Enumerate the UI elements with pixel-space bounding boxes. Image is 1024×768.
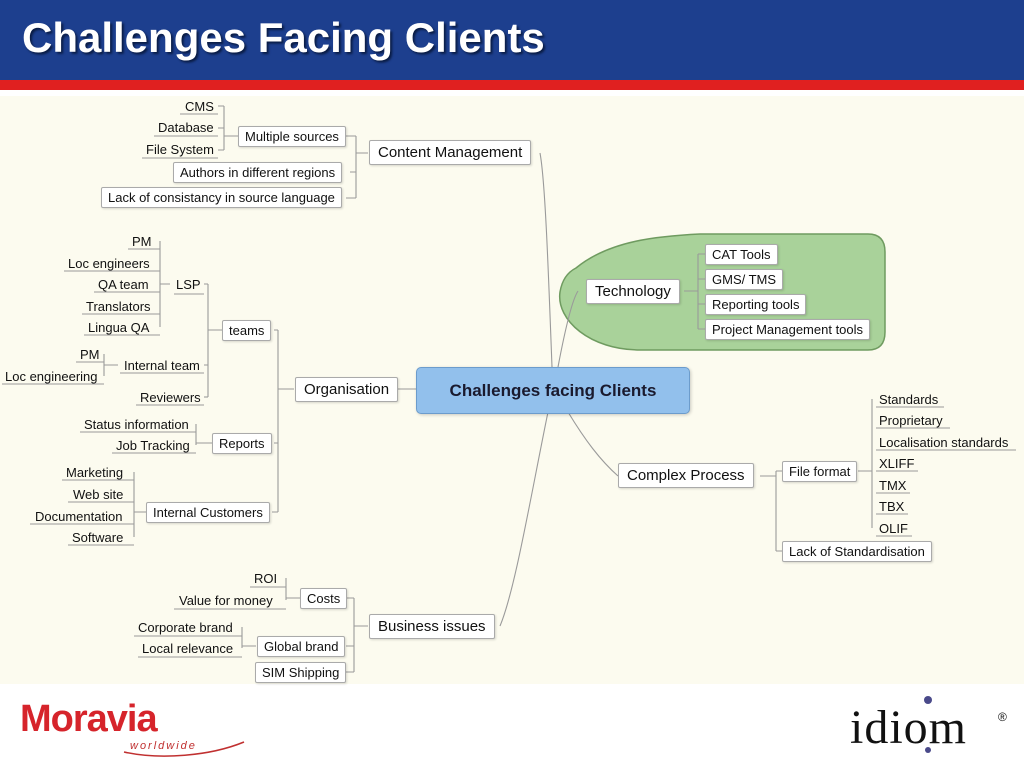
value-for-money-node[interactable]: Value for money [179, 593, 273, 608]
link-organisation-left [277, 330, 294, 512]
multiple-sources-node[interactable]: Multiple sources [238, 126, 346, 147]
link-reports [195, 424, 278, 445]
cms-node[interactable]: CMS [185, 99, 214, 114]
idiom-dots-icon [924, 696, 932, 753]
link-content-left [346, 135, 368, 199]
job-tracking-node[interactable]: Job Tracking [116, 438, 190, 453]
file-format-node[interactable]: File format [782, 461, 858, 482]
proprietary-node[interactable]: Proprietary [879, 413, 943, 428]
link-costs [285, 578, 300, 600]
header-bar: Challenges Facing Clients [0, 0, 1024, 80]
sim-shipping-node[interactable]: SIM Shipping [255, 662, 347, 683]
header-stripe [0, 80, 1024, 90]
internal-customers-node[interactable]: Internal Customers [146, 502, 270, 523]
costs-node[interactable]: Costs [300, 588, 348, 609]
link-central-content [539, 152, 553, 368]
localisation-standards-node[interactable]: Localisation standards [879, 435, 1009, 450]
link-teams [207, 284, 278, 397]
authors-node[interactable]: Authors in different regions [173, 162, 343, 183]
qa-team-node[interactable]: QA team [98, 277, 149, 292]
page-title: Challenges Facing Clients [22, 14, 545, 61]
link-internal-customers [133, 472, 278, 537]
corporate-brand-node[interactable]: Corporate brand [138, 620, 233, 635]
content-management-node[interactable]: Content Management [369, 140, 532, 165]
idiom-registered-mark: ® [998, 710, 1007, 724]
standards-node[interactable]: Standards [879, 392, 939, 407]
moravia-swoosh-icon [123, 741, 245, 757]
status-information-node[interactable]: Status information [84, 417, 189, 432]
pm-internal-node[interactable]: PM [80, 347, 100, 362]
web-site-node[interactable]: Web site [73, 487, 124, 502]
internal-team-node[interactable]: Internal team [124, 358, 200, 373]
lack-consistency-node[interactable]: Lack of consistancy in source language [101, 187, 342, 208]
database-node[interactable]: Database [158, 120, 214, 135]
link-global-brand [241, 627, 256, 648]
local-relevance-node[interactable]: Local relevance [142, 641, 234, 656]
tbx-node[interactable]: TBX [879, 499, 905, 514]
software-node[interactable]: Software [72, 530, 124, 545]
moravia-logo-subtext: worldwide [130, 740, 197, 752]
loc-engineers-node[interactable]: Loc engineers [68, 256, 150, 271]
tmx-node[interactable]: TMX [879, 478, 907, 493]
organisation-node[interactable]: Organisation [295, 377, 399, 402]
lack-standardisation-node[interactable]: Lack of Standardisation [782, 541, 932, 562]
translators-node[interactable]: Translators [86, 299, 151, 314]
complex-process-node[interactable]: Complex Process [618, 463, 754, 488]
link-central-technology [557, 290, 579, 368]
gms-tms-node[interactable]: GMS/ TMS [705, 269, 784, 290]
technology-node[interactable]: Technology [586, 279, 680, 304]
xliff-node[interactable]: XLIFF [879, 456, 915, 471]
roi-node[interactable]: ROI [254, 571, 278, 586]
link-multiple-sources [218, 105, 238, 151]
moravia-logo-text: Moravia [20, 698, 158, 740]
link-business-left [346, 597, 368, 673]
project-management-tools-node[interactable]: Project Management tools [705, 319, 871, 340]
link-central-complex [567, 411, 619, 477]
link-lsp [159, 241, 208, 327]
reviewers-node[interactable]: Reviewers [140, 390, 201, 405]
central-node[interactable]: Challenges facing Clients [416, 367, 690, 414]
lingua-qa-node[interactable]: Lingua QA [88, 320, 150, 335]
marketing-node[interactable]: Marketing [66, 465, 124, 480]
file-system-node[interactable]: File System [146, 142, 214, 157]
cat-tools-node[interactable]: CAT Tools [705, 244, 778, 265]
loc-engineering-node[interactable]: Loc engineering [5, 369, 98, 384]
pm-node[interactable]: PM [132, 234, 152, 249]
idiom-logo: idiom ® [850, 696, 1007, 755]
link-central-business [499, 411, 549, 627]
idiom-logo-text: idiom [850, 701, 968, 754]
global-brand-node[interactable]: Global brand [257, 636, 346, 657]
reports-node[interactable]: Reports [212, 433, 272, 454]
link-technology-right [684, 253, 705, 330]
link-file-format [858, 399, 873, 528]
link-internal-team [103, 354, 208, 376]
link-complex-right [760, 470, 782, 552]
reporting-tools-node[interactable]: Reporting tools [705, 294, 807, 315]
business-issues-node[interactable]: Business issues [369, 614, 495, 639]
documentation-node[interactable]: Documentation [35, 509, 123, 524]
olif-node[interactable]: OLIF [879, 521, 908, 536]
plain-underlines [2, 113, 1016, 658]
lsp-node[interactable]: LSP [176, 277, 201, 292]
teams-node[interactable]: teams [222, 320, 272, 341]
